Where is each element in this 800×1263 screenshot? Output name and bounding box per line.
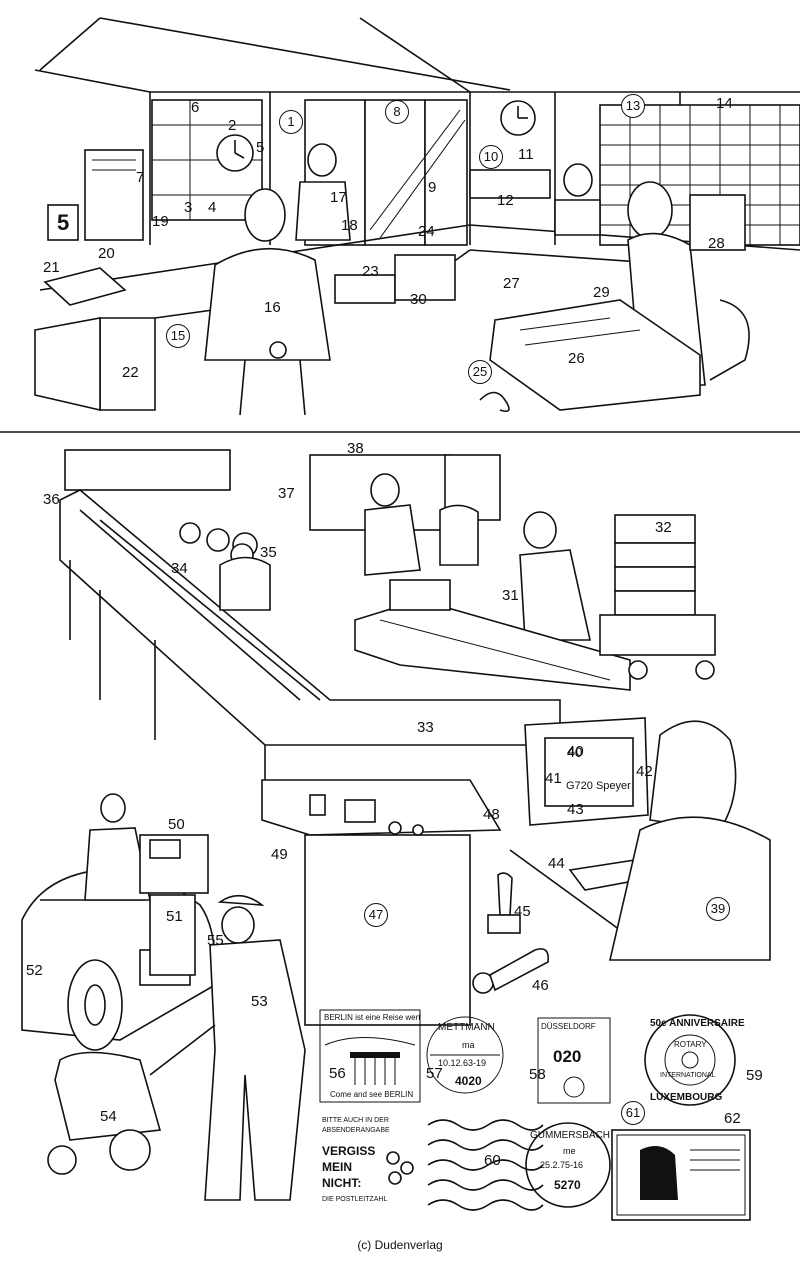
label-60: 60: [484, 1152, 501, 1169]
counter-hall-scene: [0, 17, 800, 433]
stamp-gummersbach-me: me: [563, 1146, 576, 1156]
label-44: 44: [548, 855, 565, 872]
label-55: 55: [207, 932, 224, 949]
sorting-hall-scene: [59, 449, 716, 800]
label-29: 29: [593, 284, 610, 301]
label-5: 5: [256, 139, 265, 156]
label-4: 4: [208, 199, 217, 216]
stamp-meter-city: DÜSSELDORF: [541, 1022, 596, 1031]
stamp-rotary-ring: INTERNATIONAL: [660, 1072, 716, 1079]
stamp-gummersbach-code: 5270: [554, 1178, 581, 1192]
label-59: 59: [746, 1067, 763, 1084]
slogan-top-1: BITTE AUCH IN DER: [322, 1117, 389, 1124]
label-9: 9: [428, 179, 437, 196]
label-3: 3: [184, 199, 193, 216]
slogan-bottom: DIE POSTLEITZAHL: [322, 1196, 388, 1203]
stamp-mettmann-code: 4020: [455, 1074, 482, 1088]
label-16: 16: [264, 299, 281, 316]
stamp-meter-value: 020: [553, 1047, 582, 1066]
label-34: 34: [171, 560, 188, 577]
label-2: 2: [228, 117, 237, 134]
stamp-mettmann-date: 10.12.63-19: [438, 1058, 487, 1068]
label-13: 13: [621, 94, 645, 118]
label-52: 52: [26, 962, 43, 979]
slogan-main-2: MEIN: [322, 1160, 352, 1174]
label-22: 22: [122, 364, 139, 381]
postal-delivery-scene: [21, 793, 306, 1201]
slogan-main-1: VERGISS: [322, 1144, 376, 1158]
label-48: 48: [483, 806, 500, 823]
stamp-rotary-bottom: LUXEMBOURG: [650, 1092, 723, 1103]
label-36: 36: [43, 491, 60, 508]
label-18: 18: [341, 217, 358, 234]
stamp-mettmann-city: METTMANN: [438, 1022, 495, 1033]
label-24: 24: [418, 223, 435, 240]
label-31: 31: [502, 587, 519, 604]
monitor-address: G720 Speyer: [566, 780, 631, 792]
stamp-rotary-mid: ROTARY: [674, 1040, 707, 1049]
label-39: 39: [706, 897, 730, 921]
postmarks-area: [319, 1009, 751, 1221]
label-43: 43: [567, 801, 584, 818]
monitor-number: 40: [567, 744, 583, 760]
label-35: 35: [260, 544, 277, 561]
label-17: 17: [330, 189, 347, 206]
label-14: 14: [716, 95, 733, 112]
label-54: 54: [100, 1108, 117, 1125]
label-62: 62: [724, 1110, 741, 1127]
label-32: 32: [655, 519, 672, 536]
label-53: 53: [251, 993, 268, 1010]
label-6: 6: [191, 99, 200, 116]
label-28: 28: [708, 235, 725, 252]
stamp-berlin-top: BERLIN ist eine Reise wert: [324, 1013, 421, 1022]
label-40: 40: [567, 743, 584, 760]
label-26: 26: [568, 350, 585, 367]
label-10: 10: [479, 145, 503, 169]
label-8: 8: [385, 100, 409, 124]
stamp-berlin-bottom: Come and see BERLIN: [330, 1090, 414, 1099]
label-45: 45: [514, 903, 531, 920]
label-50: 50: [168, 816, 185, 833]
label-38: 38: [347, 440, 364, 457]
copyright-credit: (c) Dudenverlag: [357, 1238, 443, 1252]
calendar-day: 5: [57, 210, 70, 235]
label-58: 58: [529, 1066, 546, 1083]
label-21: 21: [43, 259, 60, 276]
stamp-rotary-top: 50e ANNIVERSAIRE: [650, 1018, 745, 1029]
label-51: 51: [166, 908, 183, 925]
label-25: 25: [468, 360, 492, 384]
label-56: 56: [329, 1065, 346, 1082]
label-37: 37: [278, 485, 295, 502]
stamp-gummersbach-date: 25.2.75-16: [540, 1160, 584, 1170]
label-27: 27: [503, 275, 520, 292]
stamp-gummersbach-city: GUMMERSBACH: [530, 1130, 611, 1141]
label-23: 23: [362, 263, 379, 280]
label-46: 46: [532, 977, 549, 994]
label-47: 47: [364, 903, 388, 927]
label-20: 20: [98, 245, 115, 262]
label-61: 61: [621, 1101, 645, 1125]
label-42: 42: [636, 763, 653, 780]
label-1: 1: [279, 110, 303, 134]
computer-and-machine-scene: [261, 717, 771, 1026]
label-15: 15: [166, 324, 190, 348]
label-41: 41: [545, 770, 562, 787]
label-57: 57: [426, 1065, 443, 1082]
label-30: 30: [410, 291, 427, 308]
slogan-main-3: NICHT:: [322, 1176, 362, 1190]
label-12: 12: [497, 192, 514, 209]
label-7: 7: [136, 169, 145, 186]
label-33: 33: [417, 719, 434, 736]
label-11: 11: [518, 146, 534, 163]
label-49: 49: [271, 846, 288, 863]
label-19: 19: [152, 213, 169, 230]
slogan-top-2: ABSENDERANGABE: [322, 1127, 390, 1134]
stamp-mettmann-ma: ma: [462, 1040, 475, 1050]
